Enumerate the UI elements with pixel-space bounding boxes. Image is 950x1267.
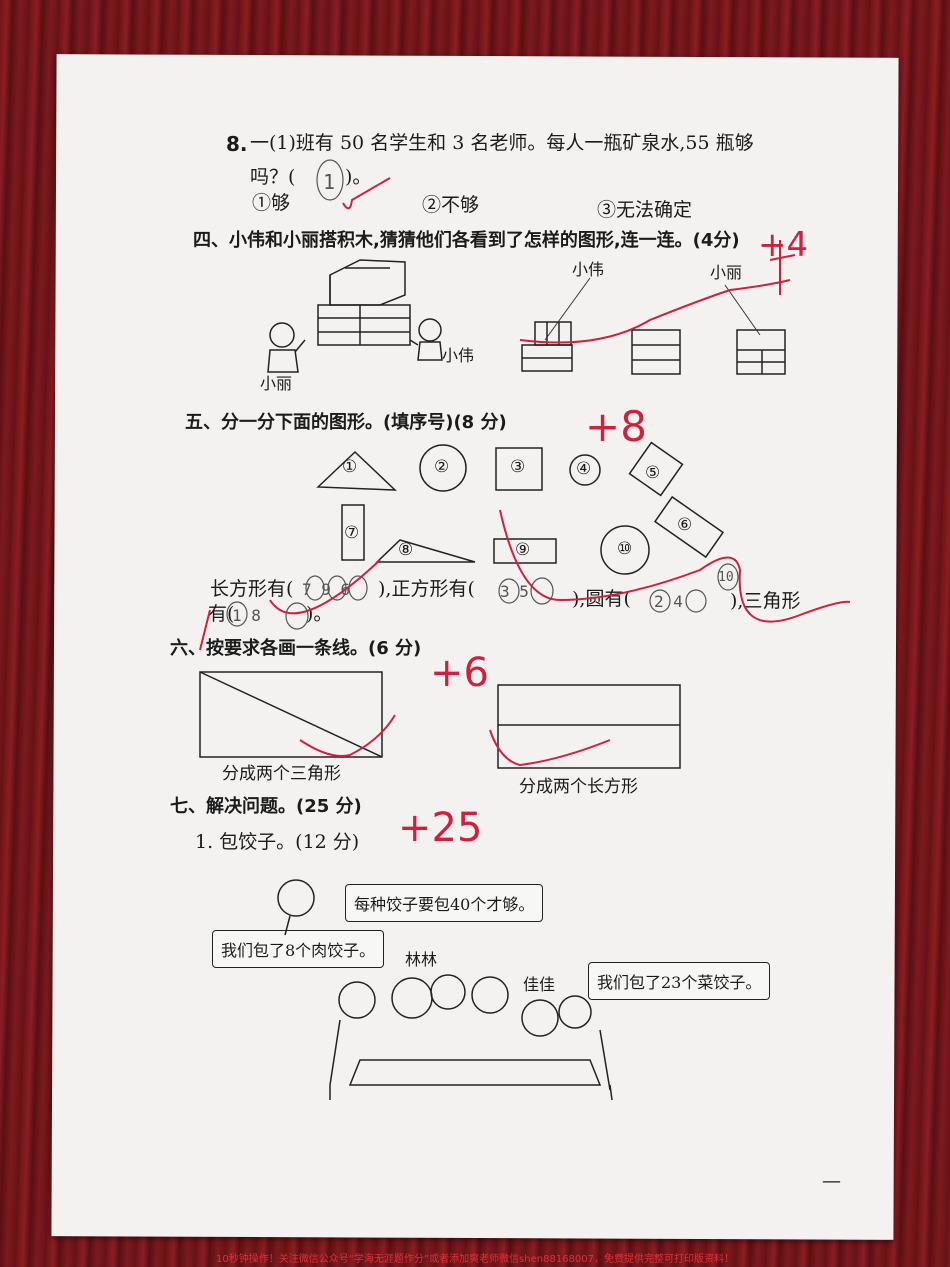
shape-4-label: ④ bbox=[576, 459, 592, 479]
caption-two-triangles: 分成两个三角形 bbox=[222, 764, 341, 784]
building-blocks-illustration bbox=[317, 259, 411, 346]
shape-2-circle bbox=[419, 444, 467, 492]
q8-option-3: ③无法确定 bbox=[597, 199, 693, 221]
q8-option-1: ①够 bbox=[252, 192, 291, 214]
speech-bubble-girl: 每种饺子要包40个才够。 bbox=[345, 884, 544, 922]
speech-bubble-linlin: 我们包了8个肉饺子。 bbox=[212, 930, 385, 968]
shape-4-circle bbox=[569, 454, 601, 486]
label-xiaoli-top: 小丽 bbox=[710, 263, 743, 282]
speech-bubble-jiajia: 我们包了23个菜饺子。 bbox=[588, 962, 771, 1000]
shape-9-rectangle bbox=[493, 538, 557, 564]
square-answer: 3 5 bbox=[500, 582, 529, 601]
q8-number: 8. bbox=[226, 132, 248, 156]
section6-score: +6 bbox=[430, 650, 489, 696]
label-xiaowei-figure: 小伟 bbox=[442, 346, 475, 365]
shape-5-square bbox=[628, 441, 684, 497]
shape-7-rectangle bbox=[341, 504, 365, 561]
name-linlin: 林林 bbox=[405, 950, 438, 969]
q1-title: 1. 包饺子。(12 分) bbox=[195, 831, 360, 853]
name-jiajia: 佳佳 bbox=[523, 975, 556, 994]
rect-label: 长方形有( bbox=[210, 578, 294, 600]
label-xiaoli-figure: 小丽 bbox=[260, 374, 293, 393]
label-xiaowei-top: 小伟 bbox=[572, 260, 605, 279]
section4-title: 四、小伟和小丽搭积木,猜猜他们各看到了怎样的图形,连一连。(4分) bbox=[193, 230, 740, 251]
shape-3-label: ③ bbox=[510, 457, 526, 477]
xiaowei-figure-drawing bbox=[409, 318, 443, 361]
shape-3-square bbox=[495, 447, 543, 491]
shape-2-label: ② bbox=[434, 457, 450, 477]
section5-title: 五、分一分下面的图形。(填序号)(8 分) bbox=[185, 412, 507, 433]
q8-option-2: ②不够 bbox=[422, 194, 480, 216]
section7-title: 七、解决问题。(25 分) bbox=[170, 796, 362, 817]
triangle-label: ),三角形 bbox=[730, 590, 801, 612]
dumpling-scene-illustration bbox=[277, 879, 613, 1101]
shape-10-label: ⑩ bbox=[617, 539, 633, 559]
shape-7-label: ⑦ bbox=[344, 523, 360, 543]
shape-8-label: ⑧ bbox=[398, 540, 414, 560]
shape-6-label: ⑥ bbox=[677, 515, 693, 535]
q8-line1: 一(1)班有 50 名学生和 3 名老师。每人一瓶矿泉水,55 瓶够 bbox=[250, 132, 754, 154]
section7-score: +25 bbox=[398, 805, 483, 851]
square-label: ),正方形有( bbox=[378, 578, 475, 600]
shape-1-label: ① bbox=[342, 457, 358, 477]
shape-10-circle bbox=[600, 525, 650, 575]
caption-two-rectangles: 分成两个长方形 bbox=[519, 777, 638, 797]
shape-5-label: ⑤ bbox=[645, 463, 661, 483]
view-option-3 bbox=[736, 329, 786, 375]
rectangle-to-split-triangles bbox=[199, 671, 383, 758]
shape-9-label: ⑨ bbox=[515, 540, 531, 560]
q8-line2-suffix: )。 bbox=[345, 166, 372, 188]
shape-8-triangle bbox=[375, 539, 476, 563]
section5-score: +8 bbox=[585, 402, 647, 451]
section6-title: 六、按要求各画一条线。(6 分) bbox=[170, 638, 422, 659]
shape-6-rectangle bbox=[653, 495, 725, 559]
shape-1-triangle bbox=[316, 450, 397, 491]
q8-line2-prefix: 吗？( bbox=[250, 166, 296, 188]
q8-answer: 1 bbox=[323, 170, 336, 194]
rectangle-to-split-rectangles bbox=[497, 684, 681, 769]
xiaoli-figure-drawing bbox=[267, 322, 306, 373]
view-option-2 bbox=[631, 329, 681, 375]
red-pen-marks bbox=[199, 177, 851, 767]
extra-answer: 10 bbox=[718, 570, 734, 585]
watermark-text: 10秒钟操作！关注微信公众号“学海无涯题作分”或者添加爽老师微信shen8816… bbox=[215, 1254, 735, 1265]
view-option-1 bbox=[521, 321, 573, 372]
page-mark: — bbox=[822, 1170, 841, 1192]
circle-answer: 2 4 bbox=[654, 592, 683, 611]
